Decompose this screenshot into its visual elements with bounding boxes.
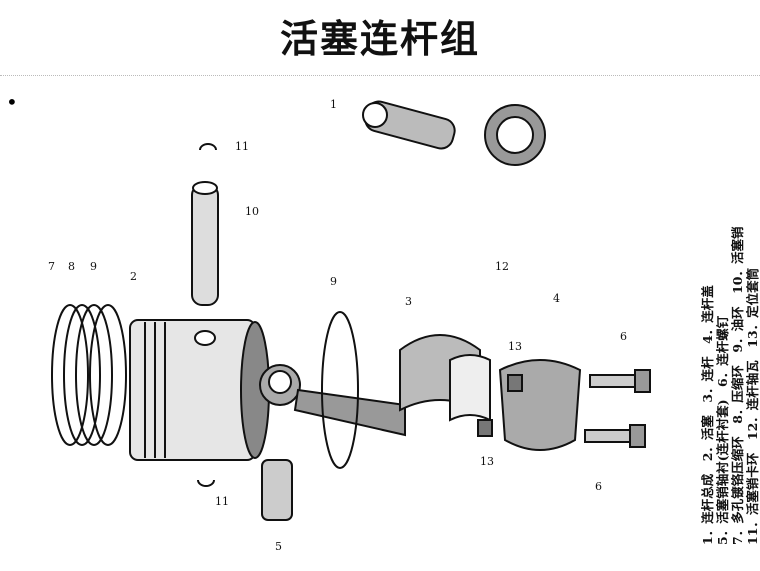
locating-sleeve: [477, 419, 493, 437]
locating-sleeve: [507, 374, 523, 392]
callout: 4: [553, 292, 560, 305]
callout-numbers: 1 2 3 4 5 6 6 7 8 9 9 10 11 11 12 13 13: [48, 98, 627, 553]
callout: 11: [235, 140, 249, 153]
callout: 13: [508, 340, 522, 353]
callout: 9: [330, 275, 337, 288]
callout: 1: [330, 98, 337, 111]
rod-cap: [498, 359, 582, 451]
callout: 11: [215, 495, 229, 508]
connecting-rod: [259, 334, 481, 437]
callout: 8: [68, 260, 75, 273]
callout: 5: [275, 540, 282, 553]
callout: 3: [405, 295, 412, 308]
legend-line: 7．多孔镀铬压缩环 8．压缩环 9．油环 10．活塞销: [730, 226, 745, 546]
piston-pin: [191, 181, 219, 306]
callout: 2: [130, 270, 137, 283]
callout: 9: [90, 260, 97, 273]
title-divider: [0, 75, 760, 76]
callout: 7: [48, 260, 55, 273]
callout: 13: [480, 455, 494, 468]
pin-clip-top: [199, 143, 217, 151]
bearing-shell: [449, 354, 491, 422]
parts-legend: 1．连杆总成 2．活塞 3．连杆 4．连杆盖 5．活塞销轴衬(连杆衬套) 6．连…: [700, 105, 760, 546]
legend-line: 1．连杆总成 2．活塞 3．连杆 4．连杆盖: [700, 285, 715, 545]
bullet-point: •: [6, 90, 18, 114]
callout: 6: [620, 330, 627, 343]
connecting-rod-assembly: [362, 100, 546, 166]
piston: [129, 319, 270, 461]
callout: 10: [245, 205, 259, 218]
pin-bushing: [261, 459, 293, 521]
piston-connecting-rod-diagram: 1 2 3 4 5 6 6 7 8 9 9 10 11 11 12 13 13: [48, 98, 651, 553]
legend-line: 5．活塞销轴衬(连杆衬套) 6．连杆螺钉: [715, 315, 730, 545]
callout: 6: [595, 480, 602, 493]
oil-ring: [321, 311, 359, 469]
slide-title: 活塞连杆组: [279, 16, 480, 61]
callout: 12: [495, 260, 509, 273]
piston-rings: [51, 304, 127, 446]
legend-line: 11．活塞销卡环 12．连杆轴瓦 13．定位套筒: [745, 267, 760, 545]
rod-bolts: [584, 369, 651, 448]
pin-clip-bottom: [197, 479, 215, 487]
